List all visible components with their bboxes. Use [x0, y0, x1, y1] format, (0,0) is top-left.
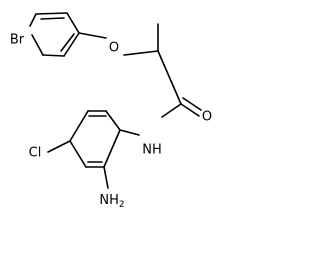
bond	[66, 12, 80, 34]
bond	[63, 32, 80, 57]
bond	[40, 17, 65, 20]
structure-canvas: Br O O NH Cl NH2	[10, 12, 212, 210]
bromine-label: Br	[10, 33, 25, 48]
bond	[157, 50, 182, 105]
bond	[35, 12, 68, 15]
bond	[42, 54, 65, 57]
atom-labels: Br O O NH Cl NH2	[10, 33, 212, 210]
bond	[119, 129, 140, 136]
bond	[105, 110, 121, 131]
ether-oxygen-label: O	[109, 41, 119, 56]
bond	[69, 110, 89, 142]
bond	[29, 13, 37, 27]
bond	[47, 140, 71, 153]
bond	[103, 166, 109, 189]
bond	[78, 32, 107, 39]
amine-label-main: NH	[99, 193, 119, 208]
chlorine-label: Cl	[29, 146, 42, 161]
molecule-drawing: Br O O NH Cl NH2	[10, 12, 212, 210]
bond	[60, 33, 75, 52]
amine-label: NH2	[99, 193, 124, 210]
bond	[180, 103, 200, 117]
bond	[123, 50, 159, 56]
bond	[103, 129, 121, 168]
amine-label-subscript: 2	[119, 200, 125, 210]
bond	[31, 34, 44, 56]
amide-nitrogen-label: NH	[142, 143, 162, 158]
bond	[182, 97, 202, 111]
bond	[161, 103, 182, 118]
carbonyl-oxygen-label: O	[202, 110, 212, 125]
bonds	[29, 12, 202, 189]
bond	[69, 140, 87, 168]
